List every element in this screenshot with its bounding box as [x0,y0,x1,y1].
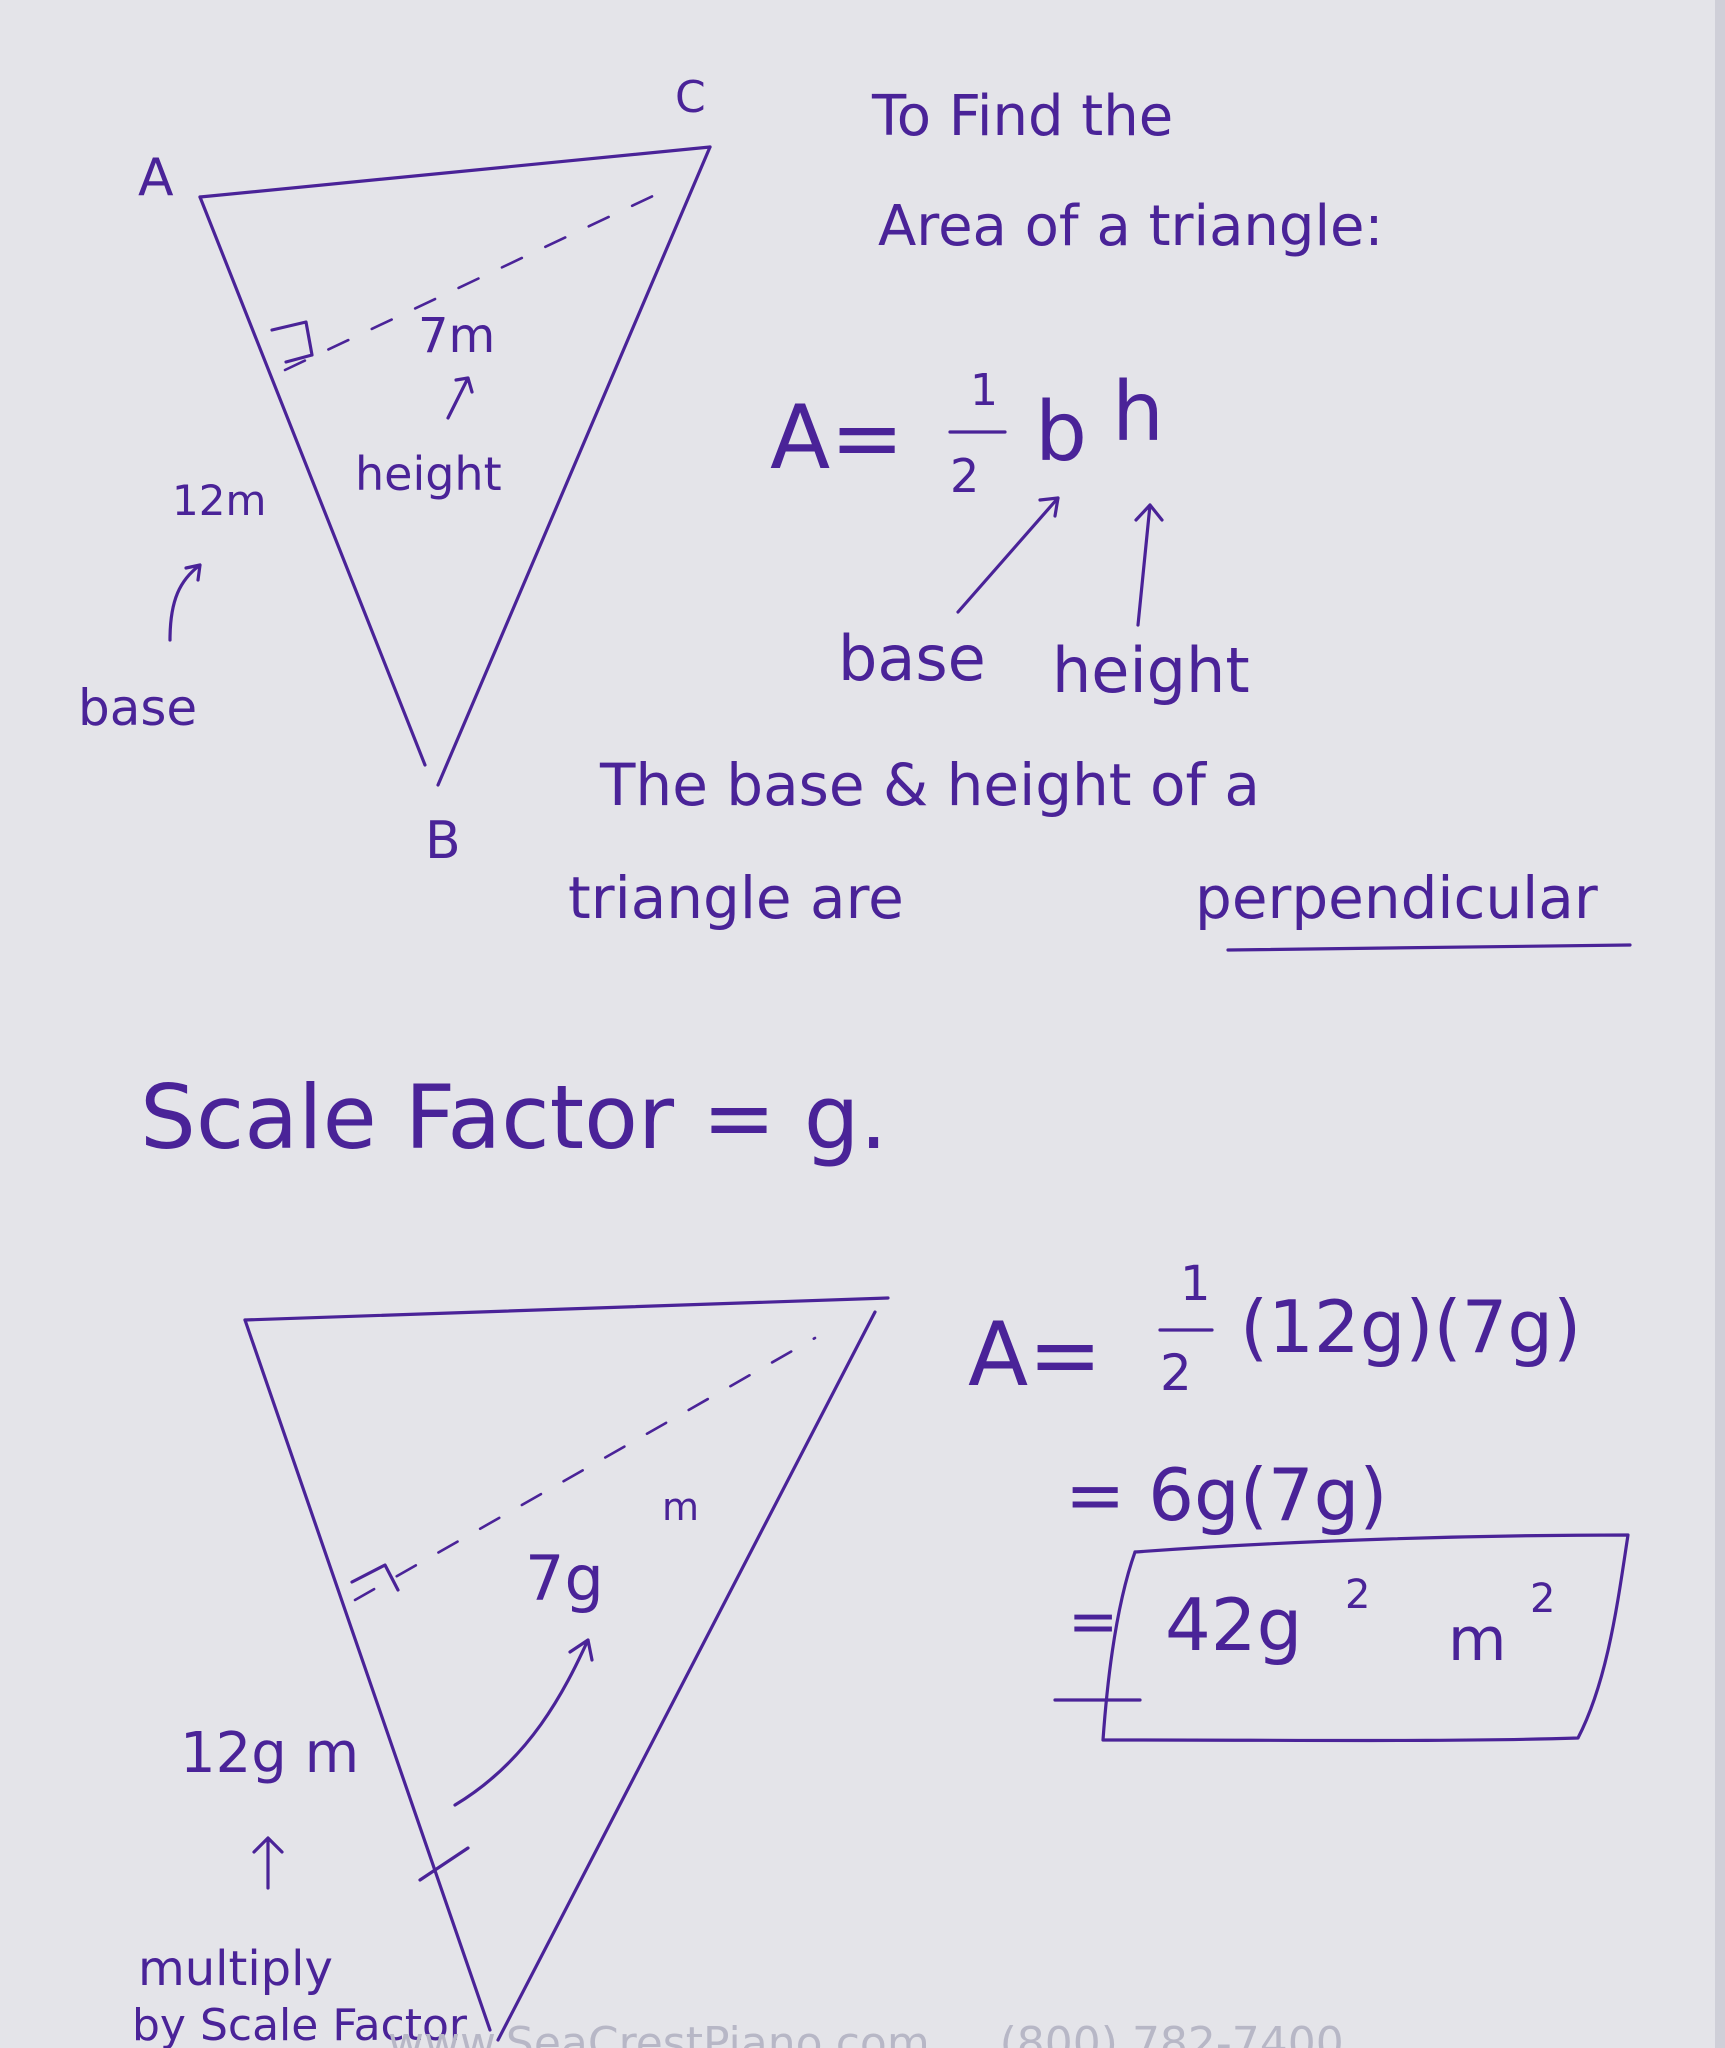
top-side-cb [436,145,712,787]
calc-result-value: 42g [1165,1583,1302,1667]
bottom-side-length: 12g m [180,1721,359,1786]
calc-result-unit: m [1448,1605,1506,1675]
vertex-a-label: A [138,148,174,208]
calc-result-exponent: 2 [1345,1572,1370,1618]
perpendicular-underline [1226,943,1632,952]
formula-h: h [1112,365,1164,460]
top-side-ab [198,195,427,767]
bottom-height-value: 7g [525,1542,604,1615]
calc-fraction-den: 2 [1160,1344,1192,1402]
calc-result-equals: = [1068,1587,1118,1657]
formula-b: b [1035,385,1087,480]
top-right-angle-mark [270,320,314,364]
formula-fraction-den: 2 [950,449,979,503]
bottom-side-top [243,1296,890,1322]
heading-line-1: To Find the [871,84,1173,149]
multiply-arrow [252,1836,284,1890]
calc-lhs: A= [968,1303,1102,1406]
bottom-triangle [243,1296,890,2042]
calc-step-2: = 6g(7g) [1065,1453,1387,1537]
bottom-height-arrow [453,1638,594,1807]
perpendicular-note-line-2a: triangle are [568,864,904,932]
vertex-b-label: B [425,811,461,871]
calculation: A= 1 2 (12g)(7g) = 6g(7g) = 42g 2 m 2 [968,1256,1630,1743]
base-pointer-arrow [956,496,1060,614]
formula-fraction-num: 1 [970,365,998,416]
base-word: base [838,622,986,695]
scale-factor-statement: Scale Factor = g. [140,1066,888,1169]
bottom-side-right [496,1310,877,2042]
top-height-value: 7m [418,308,495,364]
calc-fraction-num: 1 [1180,1256,1211,1312]
heading-line-2: Area of a triangle: [878,194,1383,259]
height-pointer-arrow [1134,503,1164,627]
multiply-note-line-1: multiply [138,1941,333,1997]
top-side-ac [198,145,712,199]
bottom-height-unit: m [662,1485,699,1529]
bottom-side-left [243,1318,492,2032]
bottom-right-angle-mark [350,1563,400,1592]
top-height-arrow [446,376,474,420]
top-base-arrow [168,563,202,642]
top-triangle [168,145,712,787]
top-side-length: 12m [172,476,266,525]
top-height-label: height [355,447,502,501]
calc-result-unit-exponent: 2 [1530,1576,1555,1622]
formula-lhs: A= [770,386,904,489]
multiply-note-line-2: by Scale Factor [132,2000,468,2048]
perpendicular-note-line-1: The base & height of a [599,751,1260,819]
calc-product: (12g)(7g) [1240,1285,1581,1369]
perpendicular-note-line-2b: perpendicular [1195,864,1598,932]
paper-edge [1715,0,1725,2048]
bottom-tick-mark [418,1846,470,1882]
vertex-c-label: C [675,72,706,123]
result-box [1101,1533,1630,1743]
area-formula: A= 1 2 b h [770,365,1164,503]
bottom-height-dashed [353,1336,817,1602]
top-base-label: base [78,679,197,737]
watermark: www.SeaCrestPiano.com (800) 782-7400 [388,2018,1344,2048]
top-height-dashed [283,193,657,372]
height-word: height [1052,634,1250,707]
